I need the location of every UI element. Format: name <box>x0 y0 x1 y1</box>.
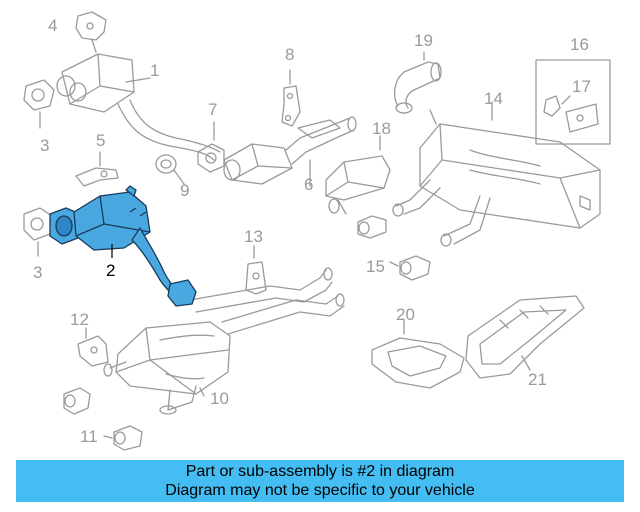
part-11-clamps <box>63 387 143 451</box>
callout-11: 11 <box>80 427 98 446</box>
part-3-gasket-upper <box>23 79 55 129</box>
banner-part-line: Part or sub-assembly is #2 in diagram <box>185 463 455 480</box>
part-8-hanger <box>281 69 301 127</box>
callout-20: 20 <box>396 305 415 324</box>
callout-3-upper: 3 <box>40 136 50 155</box>
callout-14: 14 <box>484 89 503 108</box>
info-banner: Part or sub-assembly is #2 in diagram Di… <box>16 460 624 502</box>
part-15-clamps <box>357 215 431 281</box>
part-5-bracket <box>75 151 119 187</box>
callout-3-lower: 3 <box>33 263 43 282</box>
callout-12: 12 <box>70 310 89 329</box>
part-20-heat-shield <box>371 319 465 389</box>
callout-2: 2 <box>106 261 116 280</box>
callout-9: 9 <box>180 181 190 200</box>
callout-15: 15 <box>366 257 385 276</box>
part-13-hanger <box>245 245 267 295</box>
callout-1: 1 <box>150 61 160 80</box>
callout-17: 17 <box>572 77 591 96</box>
part-2-catalytic-converter-highlighted <box>49 185 197 307</box>
exhaust-system-diagram <box>23 11 611 451</box>
callout-13: 13 <box>244 227 263 246</box>
intermediate-pipes <box>189 267 345 335</box>
part-4-bracket <box>75 11 107 53</box>
part-1-catalytic-converter <box>56 53 221 161</box>
callout-10: 10 <box>210 389 229 408</box>
part-12-bracket <box>77 327 109 367</box>
banner-disclaimer-line: Diagram may not be specific to your vehi… <box>165 482 475 499</box>
part-10-front-muffler <box>103 321 231 415</box>
callout-8: 8 <box>285 45 295 64</box>
callout-4: 4 <box>48 16 58 35</box>
callout-18: 18 <box>372 119 391 138</box>
callout-21: 21 <box>528 370 547 389</box>
callout-5: 5 <box>96 131 106 150</box>
part-18-center-muffler <box>325 135 391 215</box>
part-3-gasket-lower <box>23 207 53 257</box>
callout-6: 6 <box>304 175 314 194</box>
part-9-clamp <box>155 154 185 185</box>
callout-19: 19 <box>414 31 433 50</box>
callout-7: 7 <box>208 100 218 119</box>
part-19-tailpipe <box>393 51 442 114</box>
part-21-heat-shield <box>465 295 585 379</box>
part-16-17-box <box>535 59 611 145</box>
part-14-rear-muffler <box>392 101 601 247</box>
part-6-converter <box>223 116 357 187</box>
callout-16: 16 <box>570 35 589 54</box>
